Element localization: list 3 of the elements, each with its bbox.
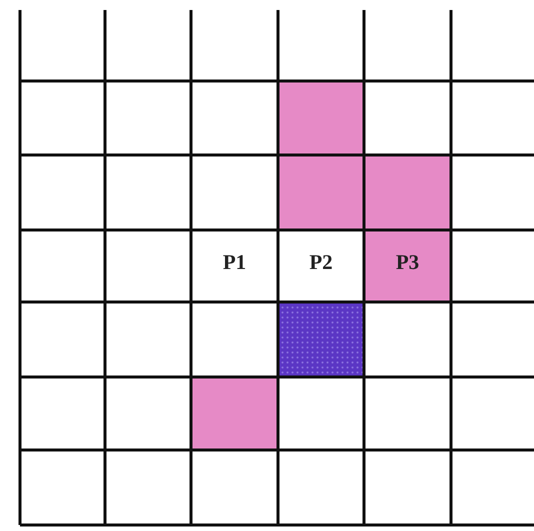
cell-label: P3 xyxy=(394,250,420,274)
cell-label: P2 xyxy=(308,250,334,274)
cell-label: P1 xyxy=(222,250,248,274)
